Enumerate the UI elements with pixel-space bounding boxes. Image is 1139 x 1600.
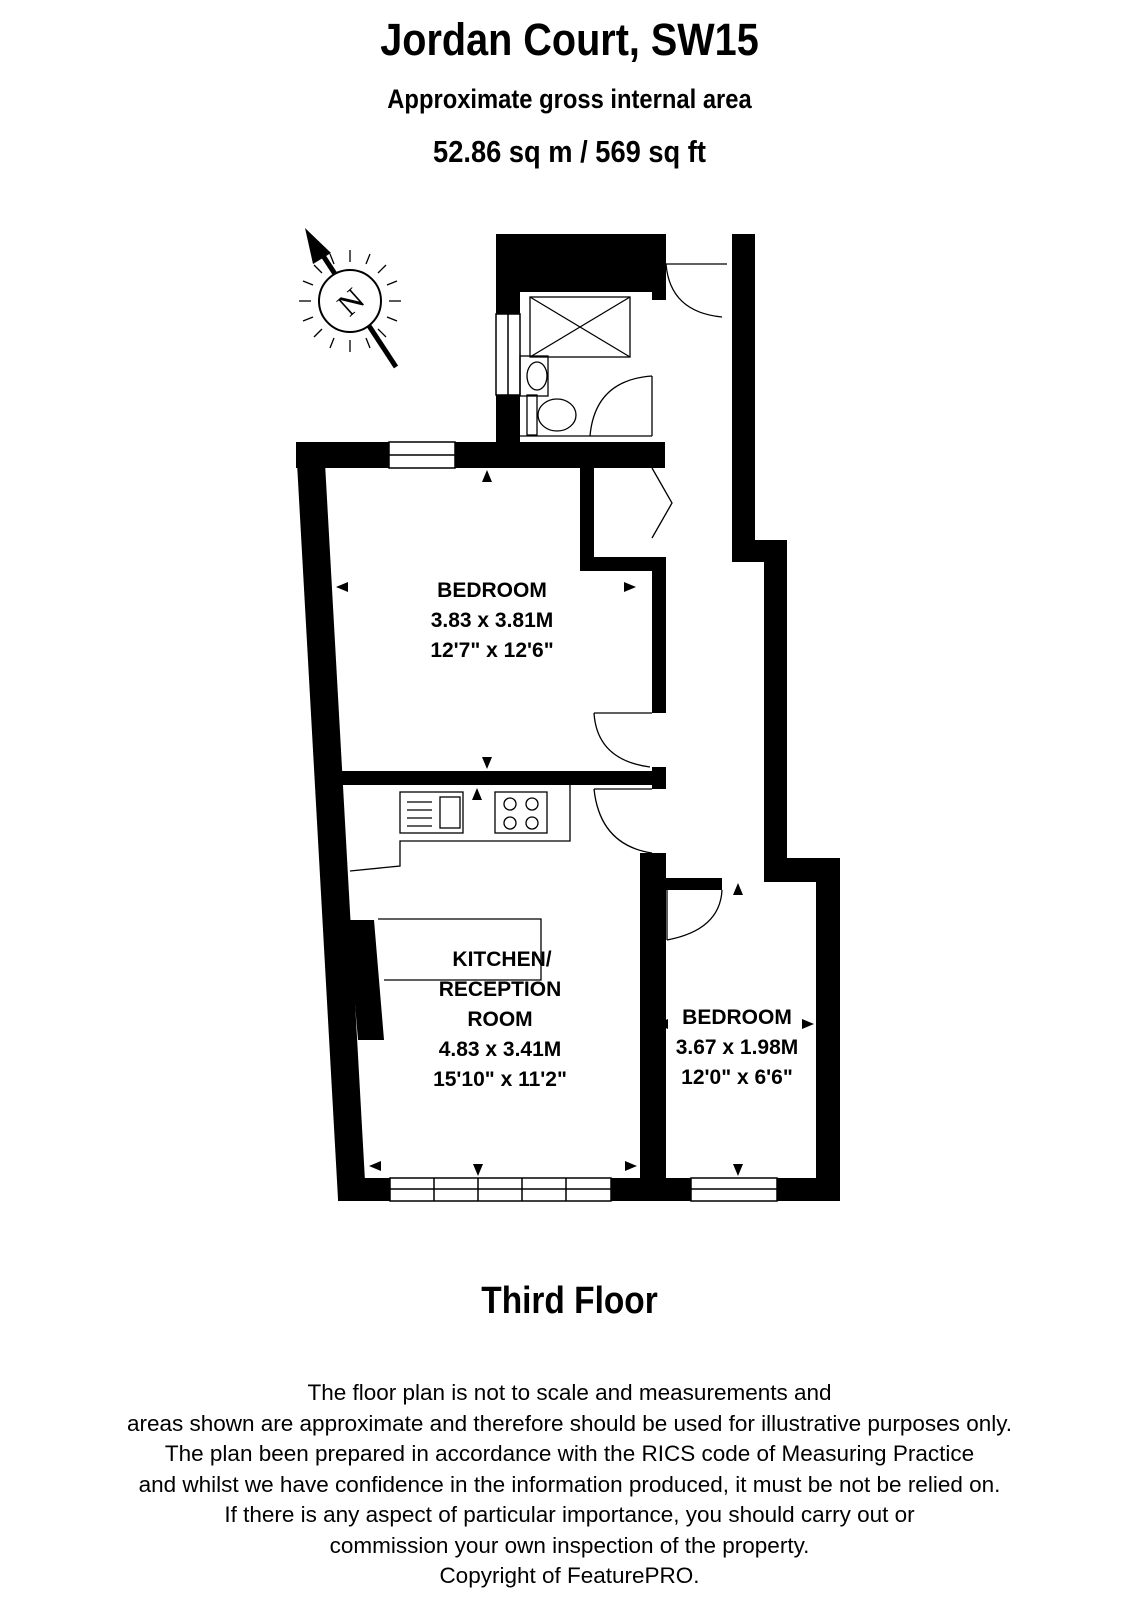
compass-icon: N	[299, 228, 401, 369]
disclaimer: The floor plan is not to scale and measu…	[0, 1378, 1139, 1592]
disclaimer-line: If there is any aspect of particular imp…	[224, 1502, 915, 1527]
kitchen-metric: 4.83 x 3.41M	[439, 1038, 562, 1061]
walls	[296, 234, 840, 1201]
kitchen-name-line1: KITCHEN/	[452, 948, 551, 971]
kitchen-imperial: 15'10" x 11'2"	[433, 1068, 567, 1091]
bedroom2-name: BEDROOM	[682, 1006, 792, 1029]
kitchen-name-line2: RECEPTION	[439, 978, 562, 1001]
bedroom1-imperial: 12'7" x 12'6"	[430, 639, 553, 662]
bedroom2-metric: 3.67 x 1.98M	[676, 1036, 799, 1059]
disclaimer-line: The floor plan is not to scale and measu…	[307, 1380, 832, 1405]
disclaimer-line: commission your own inspection of the pr…	[329, 1532, 810, 1558]
bedroom2-imperial: 12'0" x 6'6"	[681, 1066, 793, 1089]
windows	[388, 313, 778, 1202]
bathroom-fixtures	[519, 296, 652, 437]
dimension-markers	[336, 470, 814, 1176]
bedroom1-metric: 3.83 x 3.81M	[431, 609, 554, 632]
copyright: Copyright of FeaturePRO.	[439, 1563, 700, 1588]
kitchen-name-line3: ROOM	[467, 1008, 532, 1031]
area-subtitle: Approximate gross internal area	[387, 84, 752, 114]
gross-area: 52.86 sq m / 569 sq ft	[433, 134, 706, 169]
disclaimer-line: The plan been prepared in accordance wit…	[164, 1441, 975, 1466]
disclaimer-line: areas shown are approximate and therefor…	[126, 1410, 1013, 1436]
disclaimer-line: and whilst we have confidence in the inf…	[138, 1471, 1001, 1497]
plan-title: Jordan Court, SW15	[380, 14, 759, 65]
kitchen-fixtures	[349, 785, 571, 981]
bedroom1-name: BEDROOM	[437, 579, 547, 602]
floor-label: Third Floor	[481, 1280, 658, 1322]
doors	[589, 263, 727, 941]
